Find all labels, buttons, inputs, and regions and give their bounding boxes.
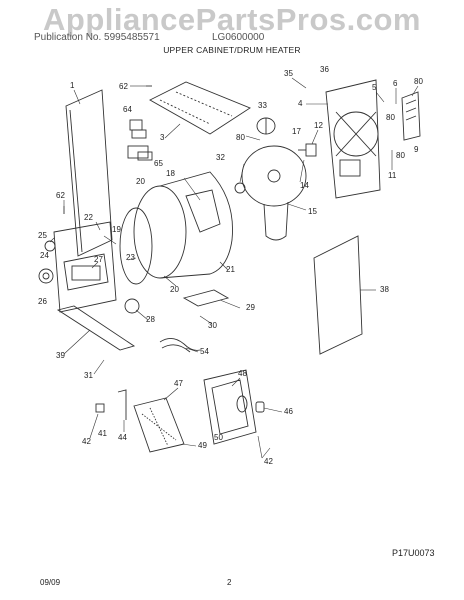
callout-17: 17: [292, 127, 301, 136]
callout-80: 80: [414, 77, 423, 86]
part-12-shaft: [298, 143, 317, 157]
callout-28: 28: [146, 315, 155, 324]
part-38-side-panel: [313, 235, 363, 355]
callout-33: 33: [258, 101, 267, 110]
part-39-toe-panel: [56, 305, 136, 351]
callout-41: 41: [98, 429, 107, 438]
callout-3: 3: [160, 133, 165, 142]
callout-64: 64: [123, 105, 132, 114]
callout-23: 23: [126, 253, 135, 262]
part-47-access-panel: [133, 397, 185, 453]
part-26-knob: [38, 268, 54, 284]
part-4-rear-panel: [325, 79, 381, 199]
callout-46: 46: [284, 407, 293, 416]
callout-62: 62: [56, 191, 65, 200]
part-1-side-panel: [65, 89, 113, 257]
page-number: 2: [227, 578, 232, 587]
callout-50: 50: [214, 433, 223, 442]
callout-65: 65: [154, 159, 163, 168]
part-54-wire-harness: [159, 338, 201, 353]
callout-31: 31: [84, 371, 93, 380]
callout-54: 54: [200, 347, 209, 356]
callout-62: 62: [119, 82, 128, 91]
callout-14: 14: [300, 181, 309, 190]
leader-lines: [49, 77, 419, 459]
part-65-bracket: [127, 145, 153, 161]
callout-38: 38: [380, 285, 389, 294]
diagram-code: P17U0073: [392, 548, 435, 558]
callout-20: 20: [136, 177, 145, 186]
part-3-top-panel: [149, 81, 251, 135]
callout-35: 35: [284, 69, 293, 78]
callout-30: 30: [208, 321, 217, 330]
part-44-rod: [117, 389, 127, 420]
callout-18: 18: [166, 169, 175, 178]
callout-29: 29: [246, 303, 255, 312]
callout-1: 1: [70, 81, 75, 90]
callout-80: 80: [396, 151, 405, 160]
part-22-front-panel: [53, 221, 117, 313]
callout-48: 48: [238, 369, 247, 378]
callout-47: 47: [174, 379, 183, 388]
callout-labels: 1 62 64 3 65 33 35 36 4 5 6 80 80 80 80 …: [38, 65, 423, 466]
model-code: LG0600000: [212, 32, 265, 43]
part-29-bracket: [182, 289, 230, 307]
footer-date: 09/09: [40, 578, 61, 587]
callout-22: 22: [84, 213, 93, 222]
callout-44: 44: [118, 433, 127, 442]
callout-26: 26: [38, 297, 47, 306]
callout-49: 49: [198, 441, 207, 450]
callout-15: 15: [308, 207, 317, 216]
part-33-bearing: [256, 117, 276, 135]
part-25-knob: [44, 240, 56, 252]
callout-5: 5: [372, 83, 377, 92]
part-48-door: [203, 369, 257, 445]
part-64-bracket: [129, 119, 147, 139]
callout-36: 36: [320, 65, 329, 74]
callout-4: 4: [298, 99, 303, 108]
section-title: UPPER CABINET/DRUM HEATER: [163, 45, 301, 55]
callout-19: 19: [112, 225, 121, 234]
part-41-clip: [95, 403, 105, 413]
callout-9: 9: [414, 145, 419, 154]
part-28-part: [124, 298, 140, 314]
part-9-cover: [401, 91, 421, 141]
part-62-screw: [63, 85, 152, 214]
callout-6: 6: [393, 79, 398, 88]
callout-12: 12: [314, 121, 323, 130]
part-46-latch: [255, 401, 265, 413]
callout-25: 25: [38, 231, 47, 240]
watermark: AppliancePartsPros.com: [43, 2, 421, 37]
callout-39: 39: [56, 351, 65, 360]
callout-80: 80: [386, 113, 395, 122]
callout-42: 42: [82, 437, 91, 446]
part-32-washer: [234, 182, 246, 194]
callout-80: 80: [236, 133, 245, 142]
callout-24: 24: [40, 251, 49, 260]
callout-27: 27: [94, 255, 103, 264]
part-15-drum-back: [241, 145, 307, 241]
part-21-drum: [133, 171, 233, 279]
callout-20: 20: [170, 285, 179, 294]
callout-32: 32: [216, 153, 225, 162]
callout-21: 21: [226, 265, 235, 274]
publication-number: Publication No. 5995485571: [34, 32, 160, 43]
callout-11: 11: [388, 171, 397, 180]
callout-42: 42: [264, 457, 273, 466]
part-19-drum-seal: [119, 207, 153, 285]
